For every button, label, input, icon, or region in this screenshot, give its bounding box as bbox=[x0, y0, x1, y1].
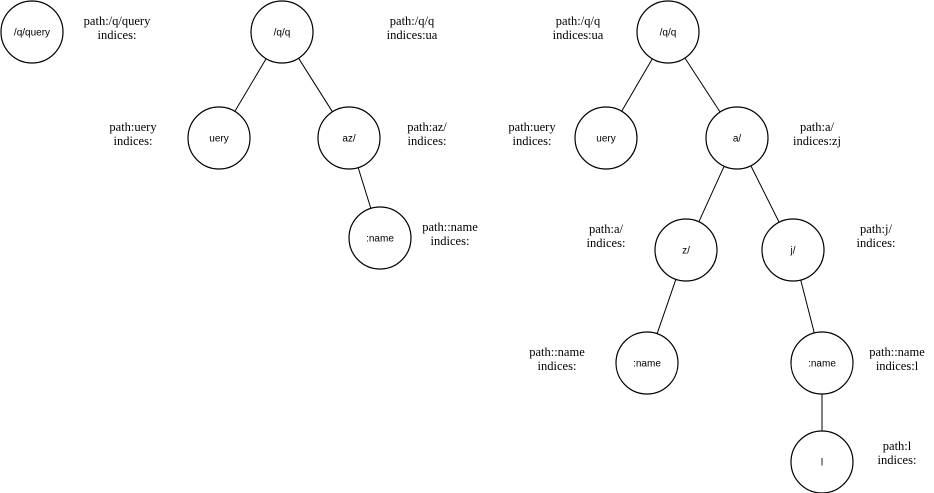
node-circle bbox=[654, 218, 718, 282]
node-path-annotation: path:az/ bbox=[407, 120, 447, 134]
node-path-annotation: path:a/ bbox=[589, 222, 624, 236]
edges-layer bbox=[234, 57, 823, 431]
node-path-annotation: path:/q/query bbox=[84, 14, 151, 28]
node-indices-annotation: indices:ua bbox=[553, 28, 604, 42]
node-indices-annotation: indices: bbox=[538, 359, 577, 373]
edge-t3_root-to-t3_a bbox=[684, 57, 721, 113]
tree-node: uery bbox=[574, 106, 638, 170]
tree-node: z/ bbox=[654, 218, 718, 282]
node-label: z/ bbox=[682, 246, 690, 257]
node-circle bbox=[615, 331, 679, 395]
node-path-annotation: path::name bbox=[422, 220, 478, 234]
tree-node: /q/q bbox=[636, 0, 700, 64]
node-indices-annotation: indices: bbox=[114, 134, 153, 148]
node-indices-annotation: indices: bbox=[587, 236, 626, 250]
annotations-layer: path:/q/queryindices:path:/q/qindices:ua… bbox=[84, 14, 926, 467]
node-label: j/ bbox=[790, 246, 796, 257]
node-circle bbox=[187, 106, 251, 170]
node-indices-annotation: indices: bbox=[431, 234, 470, 248]
tree-node: a/ bbox=[705, 106, 769, 170]
node-indices-annotation: indices: bbox=[98, 28, 137, 42]
tree-node: uery bbox=[187, 106, 251, 170]
node-label: /q/query bbox=[14, 28, 50, 39]
node-path-annotation: path:/q/q bbox=[390, 14, 435, 28]
node-circle bbox=[574, 106, 638, 170]
edge-t2_root-to-t2_uery bbox=[234, 58, 267, 112]
node-indices-annotation: indices:zj bbox=[793, 134, 841, 148]
node-circle bbox=[250, 0, 314, 64]
edge-t3_j-to-t3_jname bbox=[800, 279, 815, 334]
node-label: l bbox=[821, 458, 823, 469]
tree-node: :name bbox=[348, 206, 412, 270]
node-circle bbox=[348, 206, 412, 270]
node-circle bbox=[790, 430, 854, 493]
node-label: /q/q bbox=[660, 28, 677, 39]
node-path-annotation: path:/q/q bbox=[556, 14, 601, 28]
node-circle bbox=[790, 331, 854, 395]
edge-t3_root-to-t3_uery bbox=[621, 58, 653, 112]
node-indices-annotation: indices: bbox=[513, 134, 552, 148]
node-path-annotation: path:j/ bbox=[860, 222, 892, 236]
node-label: :name bbox=[633, 359, 661, 370]
node-circle bbox=[705, 106, 769, 170]
node-path-annotation: path:l bbox=[883, 439, 912, 453]
edge-t2_az-to-t2_name bbox=[357, 167, 372, 209]
node-label: :name bbox=[366, 234, 394, 245]
node-label: uery bbox=[596, 134, 615, 145]
node-path-annotation: path:uery bbox=[508, 120, 556, 134]
edge-t3_a-to-t3_z bbox=[698, 166, 725, 222]
node-indices-annotation: indices:l bbox=[876, 359, 919, 373]
node-indices-annotation: indices: bbox=[408, 134, 447, 148]
node-circle bbox=[317, 106, 381, 170]
tree-node: :name bbox=[790, 331, 854, 395]
node-circle bbox=[761, 218, 825, 282]
node-label: :name bbox=[808, 359, 836, 370]
tree-node: /q/q bbox=[250, 0, 314, 64]
node-path-annotation: path::name bbox=[529, 345, 585, 359]
tree-node: az/ bbox=[317, 106, 381, 170]
edge-t3_a-to-t3_j bbox=[750, 165, 780, 223]
edge-t2_root-to-t2_az bbox=[298, 57, 333, 113]
node-path-annotation: path:a/ bbox=[800, 120, 835, 134]
tree-node: j/ bbox=[761, 218, 825, 282]
tree-node: /q/query bbox=[0, 0, 64, 64]
node-label: az/ bbox=[342, 134, 356, 145]
node-label: /q/q bbox=[274, 28, 291, 39]
node-path-annotation: path::name bbox=[869, 345, 925, 359]
node-indices-annotation: indices:ua bbox=[387, 28, 438, 42]
node-path-annotation: path:uery bbox=[109, 120, 157, 134]
node-label: a/ bbox=[733, 134, 742, 145]
node-label: uery bbox=[209, 134, 228, 145]
node-indices-annotation: indices: bbox=[878, 453, 917, 467]
node-circle bbox=[636, 0, 700, 64]
node-indices-annotation: indices: bbox=[857, 236, 896, 250]
node-circle bbox=[0, 0, 64, 64]
tree-node: l bbox=[790, 430, 854, 493]
tree-node: :name bbox=[615, 331, 679, 395]
edge-t3_z-to-t3_zname bbox=[656, 279, 677, 334]
